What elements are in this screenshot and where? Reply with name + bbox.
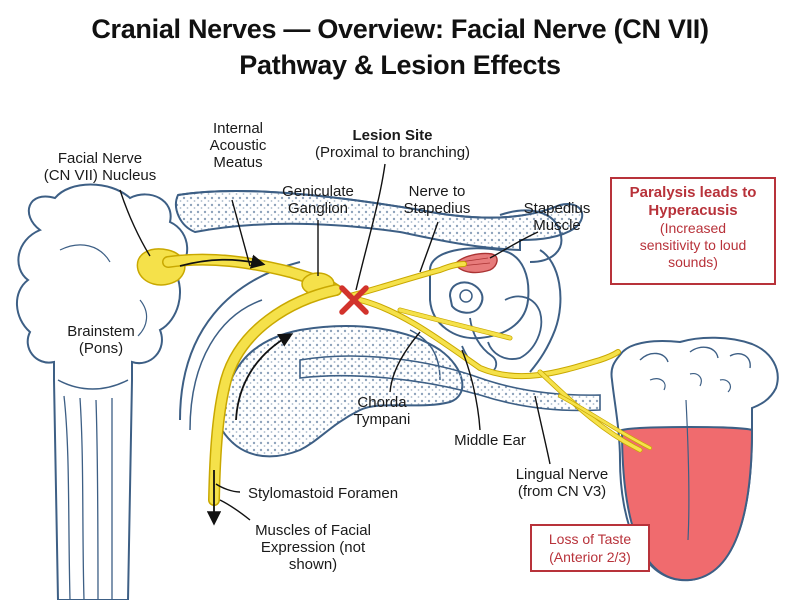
label-muscles-line1: Muscles of Facial xyxy=(255,522,371,539)
label-lesion-sub: (Proximal to branching) xyxy=(314,144,471,161)
label-nerve-to-stapedius: Nerve to Stapedius xyxy=(392,183,482,217)
facial-nerve xyxy=(136,248,652,506)
label-stapedius-muscle-line1: Stapedius xyxy=(523,200,591,217)
callout-taste-line1: Loss of Taste xyxy=(548,531,632,547)
label-meatus-line1: Internal xyxy=(212,120,264,137)
x-mark-icon xyxy=(339,285,369,315)
label-brainstem-line1: Brainstem xyxy=(67,323,135,340)
label-geniculate-ganglion: Geniculate Ganglion xyxy=(268,183,368,217)
label-chorda-line1: Chorda xyxy=(357,394,407,411)
label-muscles-line3: shown) xyxy=(288,556,338,573)
label-lingual-nerve: Lingual Nerve (from CN V3) xyxy=(498,466,626,500)
callout-hyperacusis: Paralysis leads to Hyperacusis (Increase… xyxy=(610,177,776,285)
callout-loss-of-taste: Loss of Taste (Anterior 2/3) xyxy=(530,524,650,572)
label-stapedius-muscle: Stapedius Muscle xyxy=(512,200,602,234)
callout-taste-line2: (Anterior 2/3) xyxy=(549,549,631,565)
label-meatus-line3: Meatus xyxy=(213,154,263,171)
title-line-1: Cranial Nerves — Overview: Facial Nerve … xyxy=(91,14,709,44)
label-chorda-line2: Tympani xyxy=(353,411,411,428)
label-nerve-stapedius-line1: Nerve to xyxy=(408,183,466,200)
callout-hyperacusis-line4: sensitivity to loud xyxy=(639,237,747,253)
label-nerve-stapedius-line2: Stapedius xyxy=(403,200,471,217)
label-lesion-site: Lesion Site (Proximal to branching) xyxy=(300,127,485,161)
callout-hyperacusis-line3: (Increased xyxy=(659,220,727,236)
temporal-bone-upper xyxy=(175,190,584,252)
label-lesion-title: Lesion Site xyxy=(352,127,433,144)
title-line-2: Pathway & Lesion Effects xyxy=(239,50,561,80)
callout-hyperacusis-line1: Paralysis leads to xyxy=(629,184,757,201)
label-muscles-facial-expression: Muscles of Facial Expression (not shown) xyxy=(238,522,388,573)
temporal-bone-lower xyxy=(179,261,464,458)
label-lingual-line2: (from CN V3) xyxy=(517,483,607,500)
label-nucleus-line2: (CN VII) Nucleus xyxy=(43,167,157,184)
label-nucleus: Facial Nerve (CN VII) Nucleus xyxy=(30,150,170,184)
label-brainstem: Brainstem (Pons) xyxy=(46,323,156,357)
label-lingual-line1: Lingual Nerve xyxy=(515,466,609,483)
label-nucleus-line1: Facial Nerve xyxy=(57,150,143,167)
label-stapedius-muscle-line2: Muscle xyxy=(533,217,581,234)
arrow-icon xyxy=(179,254,294,526)
label-muscles-line2: Expression (not xyxy=(260,539,366,556)
callout-hyperacusis-line5: sounds) xyxy=(668,254,718,270)
label-internal-acoustic-meatus: Internal Acoustic Meatus xyxy=(190,120,286,171)
label-ganglion-line1: Geniculate xyxy=(282,183,354,200)
tongue xyxy=(610,336,779,582)
label-middle-ear: Middle Ear xyxy=(454,432,526,449)
callout-hyperacusis-line2: Hyperacusis xyxy=(648,202,738,219)
label-brainstem-line2: (Pons) xyxy=(78,340,124,357)
label-ganglion-line2: Ganglion xyxy=(287,200,349,217)
brainstem xyxy=(15,183,189,600)
label-stylomastoid-foramen: Stylomastoid Foramen xyxy=(248,485,399,502)
leader-lines xyxy=(119,163,551,521)
label-meatus-line2: Acoustic xyxy=(209,137,267,154)
label-chorda-tympani: Chorda Tympani xyxy=(342,394,422,428)
temporal-outline-right xyxy=(299,209,601,412)
